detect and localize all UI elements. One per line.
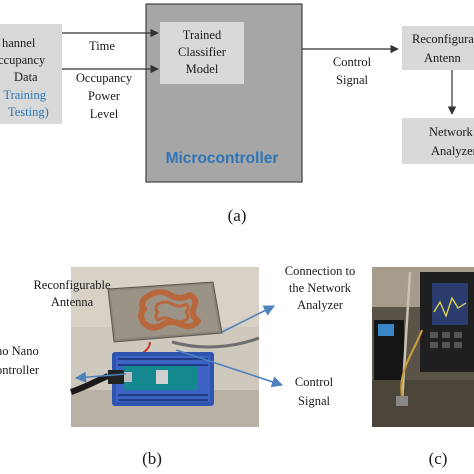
antenna-copper-trace: [138, 289, 201, 331]
classifier-line-1: Trained: [183, 28, 222, 42]
block-diagram-a: hannel ccupancy Data : Training Testing)…: [0, 3, 474, 225]
label-arduino-1: no Nano: [0, 344, 39, 358]
occupancy-data-box: [0, 24, 62, 124]
coax-cable: [171, 336, 260, 349]
microcontroller-label: Microcontroller: [166, 150, 279, 167]
network-analyzer-box: [402, 118, 474, 164]
label-control-1: Control: [295, 375, 334, 389]
pointer-to-control: [175, 349, 284, 388]
control-label-2: Signal: [336, 73, 368, 87]
label-reconfigurable: Reconfigurable: [33, 278, 111, 292]
antenna-box: [402, 26, 474, 70]
occupancy-label-3: Level: [90, 107, 119, 121]
monopole-rod: [400, 271, 412, 403]
analyzer-buttons: [430, 332, 462, 348]
coax-to-analyzer: [400, 329, 424, 397]
input-training: : Training: [0, 88, 47, 102]
label-connection-3: Analyzer: [297, 298, 344, 312]
time-label: Time: [89, 39, 115, 53]
input-testing: Testing): [8, 105, 49, 119]
caption-c: (c): [429, 449, 448, 468]
label-connection-2: the Network: [289, 281, 352, 295]
photo-c-bench: [372, 380, 474, 427]
caption-a: (a): [228, 206, 247, 225]
occupancy-label-1: Occupancy: [76, 71, 133, 85]
analyzer-trace: [433, 296, 467, 318]
input-line-1: hannel: [2, 36, 36, 50]
board-chip: [156, 370, 168, 384]
antenna-line-1: Reconfigura: [412, 32, 474, 46]
caption-b: (b): [142, 449, 162, 468]
classifier-box: [160, 22, 244, 84]
occupancy-label-2: Power: [88, 89, 121, 103]
test-board-module: [378, 324, 394, 336]
classifier-line-2: Classifier: [178, 45, 227, 59]
breadboard-holes: [118, 358, 208, 401]
label-antenna: Antenna: [51, 295, 94, 309]
sma-connector: [396, 396, 408, 406]
usb-plug: [108, 370, 124, 384]
analyzer-line-2: Analyzer: [431, 144, 474, 158]
board-usb-port: [124, 372, 132, 382]
pointer-to-arduino: [74, 371, 127, 383]
control-label-1: Control: [333, 55, 372, 69]
classifier-line-3: Model: [186, 62, 219, 76]
label-connection-1: Connection to: [285, 264, 355, 278]
photo-b-annotations: Reconfigurable Antenna Connection to the…: [0, 264, 355, 408]
label-control-2: Signal: [298, 394, 330, 408]
usb-cable: [70, 373, 110, 395]
input-line-2: ccupancy: [0, 53, 46, 67]
photo-c: [372, 267, 474, 427]
photo-b: [70, 267, 260, 427]
analyzer-line-1: Network: [429, 125, 473, 139]
label-arduino-2: ontroller: [0, 363, 40, 377]
pointer-to-connection: [221, 305, 276, 333]
antenna-line-2: Antenn: [424, 51, 462, 65]
input-line-3: Data: [14, 70, 38, 84]
